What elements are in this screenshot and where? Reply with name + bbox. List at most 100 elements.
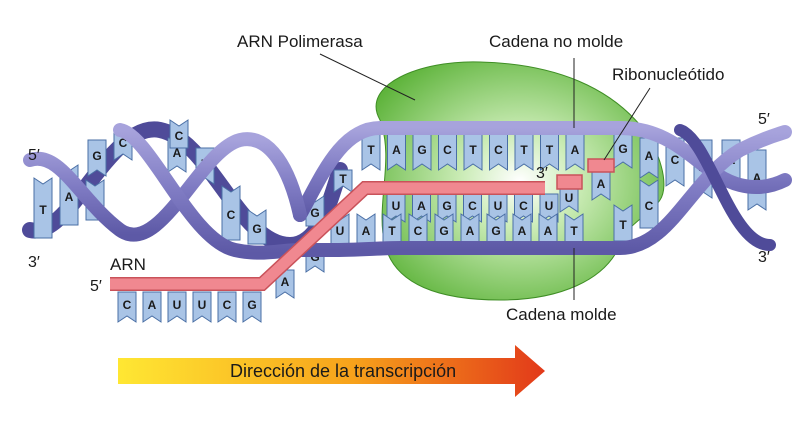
template-base-letter: G bbox=[439, 224, 448, 238]
template-strand bbox=[293, 125, 792, 257]
non-template-base-letter: A bbox=[571, 143, 580, 157]
rna-base-letter: U bbox=[494, 199, 503, 213]
non-template-base-letter: T bbox=[469, 143, 477, 157]
rna-base-letter: U bbox=[545, 199, 554, 213]
left-bottom-base-letter: C bbox=[227, 208, 236, 222]
template-base-letter: A bbox=[362, 224, 371, 238]
template-base-letter: T bbox=[388, 224, 396, 238]
rna-5prime-end: 5′ bbox=[90, 278, 102, 295]
rna-base-letter: C bbox=[468, 199, 477, 213]
non-template-label: Cadena no molde bbox=[489, 32, 623, 51]
end-bottom-right: 3′ bbox=[758, 249, 770, 266]
polymerase-label: ARN Polimerasa bbox=[237, 32, 363, 51]
incoming-ribonucleotide bbox=[587, 158, 615, 173]
right-top-base: A bbox=[747, 149, 767, 211]
rna-3prime-nucleotide bbox=[556, 174, 583, 190]
template-base-letter: U bbox=[336, 224, 345, 238]
non-template-base-letter: T bbox=[367, 143, 375, 157]
left-top-base-letter: G bbox=[92, 149, 101, 163]
bubble-left-base-g2-letter: G bbox=[310, 206, 319, 220]
non-template-base-letter: T bbox=[520, 143, 528, 157]
rna-3prime-end: 3′ bbox=[536, 165, 548, 182]
template-base-letter: G bbox=[491, 224, 500, 238]
non-template-base: G bbox=[412, 133, 432, 171]
right-lower-base-letter: C bbox=[645, 199, 654, 213]
right-base-letter: A bbox=[645, 149, 654, 163]
template-base-letter: T bbox=[570, 224, 578, 238]
rna-tail-base: C bbox=[117, 291, 137, 323]
bubble-left-base-a-letter: A bbox=[281, 275, 290, 289]
right-top-base-letter: A bbox=[753, 171, 762, 185]
non-template-strand bbox=[293, 121, 792, 222]
rna-strand-fill bbox=[110, 182, 545, 290]
right-base-letter: C bbox=[671, 153, 680, 167]
non-template-base-letter: C bbox=[443, 143, 452, 157]
rna-tail-base-letter: A bbox=[148, 298, 157, 312]
rna-tail-base: U bbox=[192, 291, 212, 323]
template-base: A bbox=[356, 213, 376, 245]
ribonucleotide-label: Ribonucleótido bbox=[612, 65, 724, 84]
rna-tail-base: G bbox=[242, 291, 262, 323]
rna-tail-base: A bbox=[142, 291, 162, 323]
left-outer-base: T bbox=[33, 177, 53, 239]
right-lower-base: C bbox=[639, 179, 659, 229]
rna-base-letter: C bbox=[519, 199, 528, 213]
rna-tail-base-letter: G bbox=[247, 298, 256, 312]
polymerase-pointer bbox=[319, 53, 416, 101]
template-base-letter: A bbox=[518, 224, 527, 238]
rna-tail-base-letter: U bbox=[198, 298, 207, 312]
incoming-ribonucleotide-base-letter: A bbox=[597, 177, 606, 191]
bubble-left-base-t: T bbox=[333, 169, 353, 193]
left-bottom-base: C bbox=[169, 119, 189, 149]
rna-tail-base-letter: C bbox=[123, 298, 132, 312]
left-top-base-letter: A bbox=[173, 146, 182, 160]
non-template-base: T bbox=[463, 133, 483, 171]
non-template-base: A bbox=[565, 133, 585, 171]
non-template-base: T bbox=[514, 133, 534, 171]
non-template-base-letter: C bbox=[494, 143, 503, 157]
bubble-left-base-t-letter: T bbox=[339, 172, 347, 186]
direction-label: Dirección de la transcripción bbox=[230, 361, 456, 381]
end-top-left: 5′ bbox=[28, 147, 40, 164]
direction-arrow bbox=[118, 345, 545, 397]
non-template-base-letter: T bbox=[546, 143, 554, 157]
end-top-right: 5′ bbox=[758, 111, 770, 128]
non-template-base-letter: A bbox=[392, 143, 401, 157]
end-bottom-left: 3′ bbox=[28, 254, 40, 271]
rna-tail-base-letter: C bbox=[223, 298, 232, 312]
template-base-letter: C bbox=[414, 224, 423, 238]
rna-base-letter: G bbox=[442, 199, 451, 213]
non-template-base-letter: G bbox=[417, 143, 426, 157]
non-template-base: C bbox=[489, 133, 508, 171]
left-bottom-base-letter: C bbox=[175, 129, 184, 143]
non-template-base: C bbox=[438, 133, 457, 171]
rna-base-letter: A bbox=[417, 199, 426, 213]
non-template-base: A bbox=[387, 133, 406, 171]
right-lower-base: T bbox=[613, 204, 633, 242]
left-bottom-base: G bbox=[247, 209, 267, 245]
rna-label: ARN bbox=[110, 255, 146, 274]
rna-tail-base-letter: U bbox=[173, 298, 182, 312]
ribonucleotide-pointer bbox=[603, 87, 651, 161]
template-label: Cadena molde bbox=[506, 305, 617, 324]
left-top-base-letter: C bbox=[119, 136, 128, 150]
right-lower-base-letter: T bbox=[619, 218, 627, 232]
right-base-letter: G bbox=[618, 142, 627, 156]
rna-base-letter: U bbox=[392, 199, 401, 213]
rna-polymerase-blob bbox=[375, 61, 665, 301]
template-base-letter: A bbox=[544, 224, 553, 238]
left-bottom-base-letter: G bbox=[252, 222, 261, 236]
non-template-base: T bbox=[361, 133, 381, 171]
bubble-left-base-a: A bbox=[275, 269, 295, 299]
right-helix-back-strand bbox=[674, 124, 776, 251]
left-outer-base-letter: A bbox=[65, 190, 74, 204]
left-outer-base-letter: T bbox=[39, 203, 47, 217]
rna-tail-base: U bbox=[167, 291, 187, 323]
right-base: A bbox=[639, 137, 659, 179]
free-nucleotide-letter: U bbox=[565, 191, 574, 205]
left-bottom-base: C bbox=[221, 185, 241, 241]
left-top-base: G bbox=[87, 139, 107, 177]
left-helix-front-strand-2 bbox=[113, 123, 307, 260]
template-base-letter: A bbox=[466, 224, 475, 238]
